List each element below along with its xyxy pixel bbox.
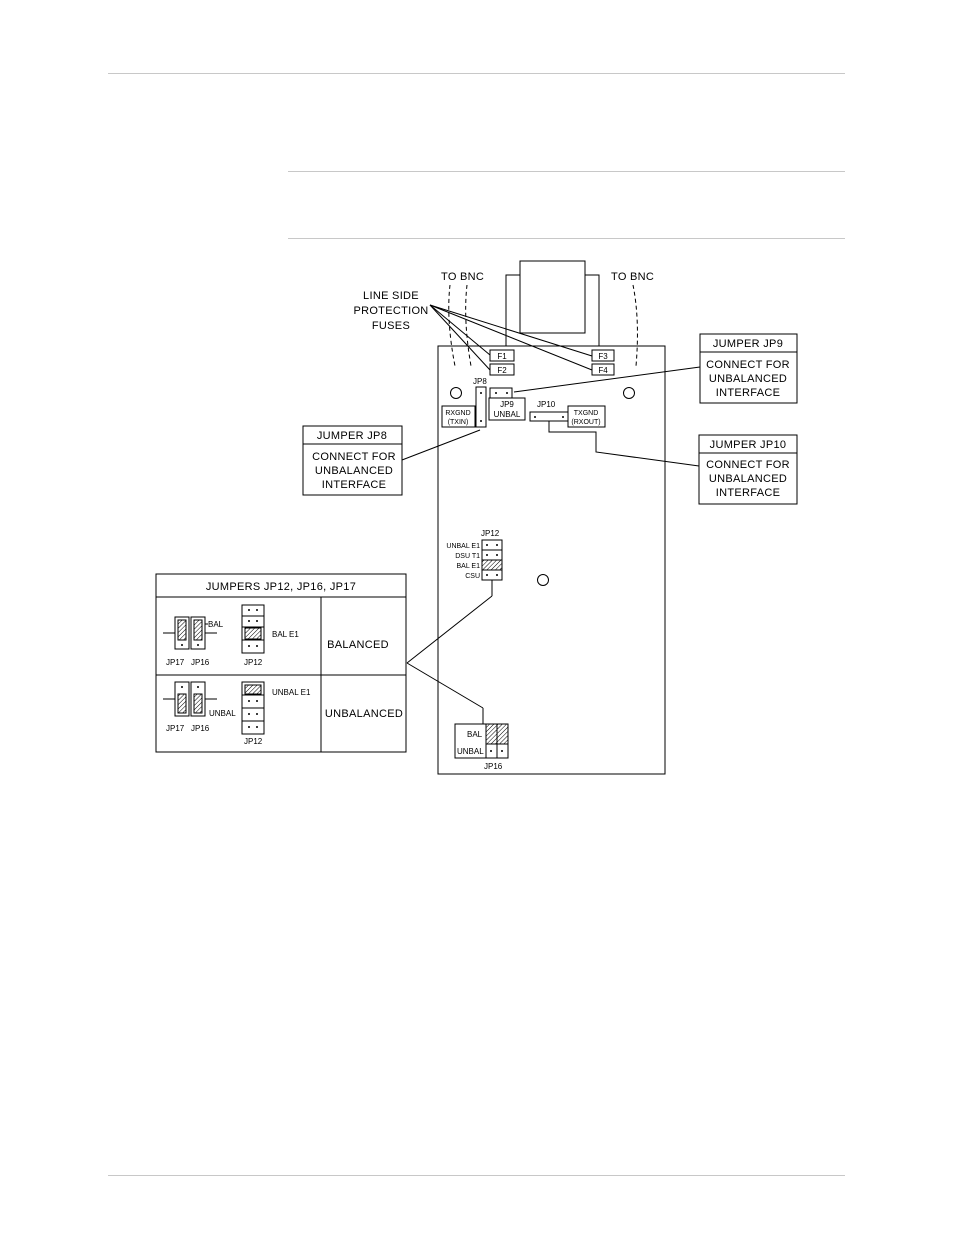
jp12-row-dsu-t1: DSU T1	[455, 553, 480, 560]
to-bnc-right-label: TO BNC	[611, 271, 654, 283]
jp17-balanced	[174, 616, 190, 650]
fuses-label-line-3: FUSES	[372, 320, 410, 332]
fuse-f1-label: F1	[497, 352, 507, 361]
leader-table-jp16	[406, 662, 484, 709]
rxgnd-label: RXGND	[445, 410, 470, 417]
jp12-label: JP12	[481, 529, 500, 538]
txgnd-label: TXGND	[574, 410, 599, 417]
mounting-hole	[623, 387, 635, 399]
row-unbalanced-jp12: JP12	[244, 737, 263, 746]
rxout-label: (RXOUT)	[571, 419, 600, 426]
jp17-unbalanced	[174, 681, 190, 717]
to-bnc-left-label: TO BNC	[441, 271, 484, 283]
jp8-header	[475, 386, 487, 428]
jp9-label: JP9	[500, 400, 514, 409]
mounting-hole	[537, 574, 549, 586]
bottom-rule	[108, 1175, 845, 1176]
fuse-f4	[591, 363, 615, 376]
fuse-f3	[591, 349, 615, 362]
fuses-label-line-1: LINE SIDE	[363, 290, 419, 302]
callout-jp9-title: JUMPER JP9	[713, 338, 783, 350]
jp9-header	[489, 387, 513, 399]
section-rule-2	[288, 238, 845, 239]
callout-jp10-line-3: INTERFACE	[716, 487, 780, 499]
fuses-label-line-2: PROTECTION	[353, 305, 428, 317]
callout-jp9-line-2: UNBALANCED	[709, 373, 787, 385]
fuse-f4-label: F4	[598, 366, 608, 375]
section-rule-1	[288, 171, 845, 172]
callout-jp9-box	[699, 333, 798, 404]
jp16-unbal-label: UNBAL	[457, 747, 484, 756]
row-unbalanced-unbal-label: UNBAL	[209, 709, 236, 718]
callout-jp10-line-1: CONNECT FOR	[706, 459, 790, 471]
jumper-table	[155, 573, 407, 753]
row-balanced-bal-label: BAL	[208, 620, 224, 629]
row-unbalanced-jp17: JP17	[166, 724, 185, 733]
bnc-cable-left-1	[448, 284, 456, 367]
fuse-f3-label: F3	[598, 352, 608, 361]
row-balanced-jp16: JP16	[191, 658, 210, 667]
row-balanced-jp12-label: BAL E1	[272, 630, 299, 639]
jp9-unbal-box	[488, 397, 526, 421]
jp10-label: JP10	[537, 400, 556, 409]
bnc-cable-left-2	[465, 284, 472, 367]
jp12-row-csu: CSU	[465, 573, 480, 580]
leader-table-jp12	[406, 595, 493, 664]
callout-jp8-line-2: UNBALANCED	[315, 465, 393, 477]
callout-jp9-line-3: INTERFACE	[716, 387, 780, 399]
jp16-bal-label: BAL	[467, 730, 483, 739]
top-connector	[519, 260, 586, 334]
top-rule	[108, 73, 845, 74]
callout-jp8-line-1: CONNECT FOR	[312, 451, 396, 463]
bnc-cable-right	[632, 284, 638, 367]
jp16-label: JP16	[484, 762, 503, 771]
row-unbalanced-jp12-label: UNBAL E1	[272, 688, 311, 697]
leader-jp8	[401, 429, 481, 461]
callout-jp10-box	[698, 434, 798, 505]
txgnd-label-box	[567, 405, 606, 428]
callout-jp10-title: JUMPER JP10	[710, 439, 787, 451]
fuse-f2	[489, 363, 515, 376]
row-balanced-mode: BALANCED	[327, 639, 389, 651]
rxgnd-label-box	[441, 405, 476, 428]
row-unbalanced-jp16: JP16	[191, 724, 210, 733]
jp8-label: JP8	[473, 377, 487, 386]
fuse-f2-label: F2	[497, 366, 507, 375]
callout-jp9-line-1: CONNECT FOR	[706, 359, 790, 371]
leader-jp9	[513, 366, 701, 393]
jp12-row-bal-e1: BAL E1	[457, 563, 481, 570]
jp12-balanced	[241, 604, 265, 654]
callout-jp8-box	[302, 425, 403, 496]
callout-jp10-line-2: UNBALANCED	[709, 473, 787, 485]
jp9-unbal-label: UNBAL	[494, 410, 521, 419]
txin-label: (TXIN)	[448, 419, 469, 426]
row-unbalanced-mode: UNBALANCED	[325, 708, 403, 720]
row-balanced-jp17: JP17	[166, 658, 185, 667]
circuit-board	[437, 345, 666, 775]
callout-jp8-title: JUMPER JP8	[317, 430, 387, 442]
fuse-f1	[489, 349, 515, 362]
leader-jp10	[548, 421, 700, 467]
row-balanced-jp12: JP12	[244, 658, 263, 667]
mounting-hole	[450, 387, 462, 399]
jumper-table-title: JUMPERS JP12, JP16, JP17	[206, 581, 356, 593]
jp12-row-unbal-e1: UNBAL E1	[446, 543, 480, 550]
callout-jp8-line-3: INTERFACE	[322, 479, 386, 491]
